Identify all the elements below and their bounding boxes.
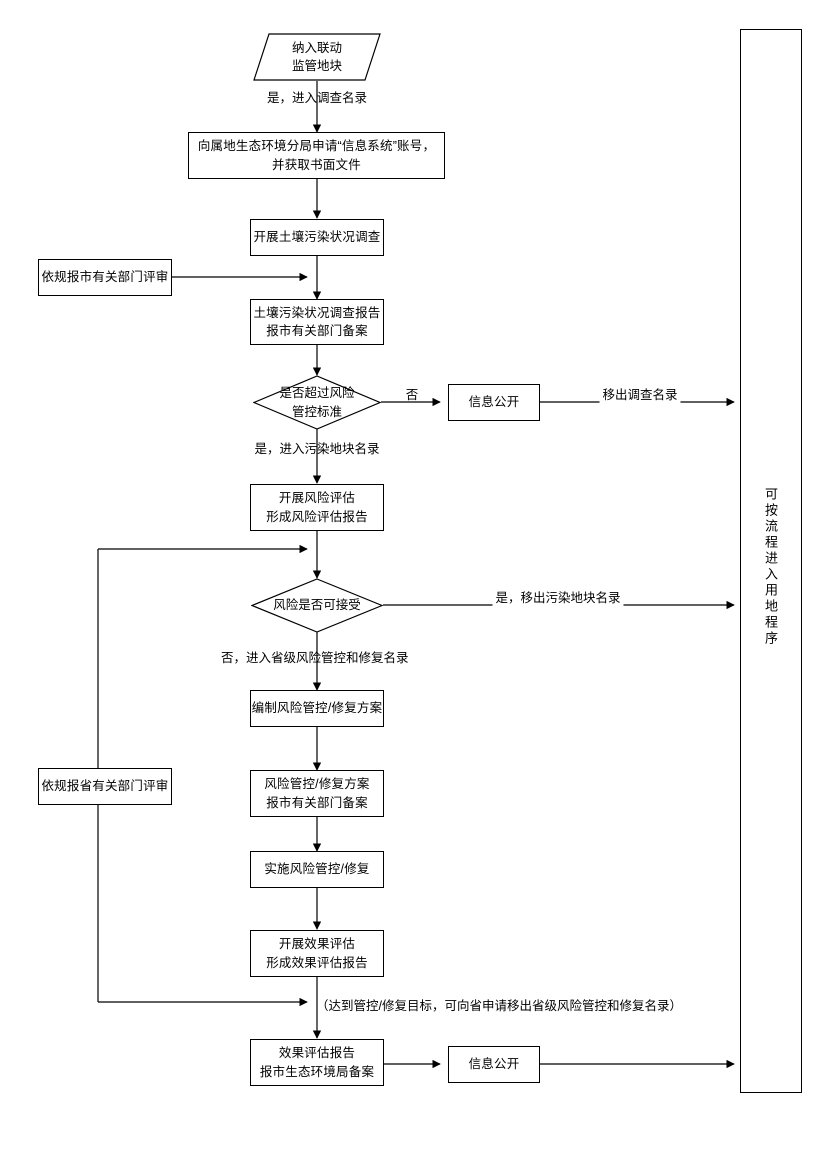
node-decision-risk-acceptable[interactable]: 风险是否可接受 [251,578,383,633]
node-city-review[interactable]: 依规报市有关部门评审 [38,259,172,296]
edge-label-no-province-list: 否，进入省级风险管控和修复名录 [221,651,409,665]
node-effect-report[interactable]: 效果评估报告 报市生态环境局备案 [250,1039,384,1086]
node-implement-label: 实施风险管控/修复 [264,862,370,877]
node-disclosure-1[interactable]: 信息公开 [448,384,540,421]
node-plan-report-label: 风险管控/修复方案 报市有关部门备案 [264,777,370,810]
node-province-review[interactable]: 依规报省有关部门评审 [38,768,172,805]
node-disclosure-2[interactable]: 信息公开 [448,1046,540,1083]
node-implement[interactable]: 实施风险管控/修复 [250,851,384,888]
node-disclosure-1-label: 信息公开 [468,395,520,410]
node-disclosure-2-label: 信息公开 [468,1057,520,1072]
node-start-label: 纳入联动 监管地块 [291,40,342,73]
node-plan-prepare-label: 编制风险管控/修复方案 [251,701,383,716]
node-plan-prepare[interactable]: 编制风险管控/修复方案 [250,690,384,727]
node-decision-risk-acceptable-label: 风险是否可接受 [273,598,361,613]
diamond-shape [253,375,381,430]
node-plan-report[interactable]: 风险管控/修复方案 报市有关部门备案 [250,770,384,817]
node-province-review-label: 依规报省有关部门评审 [41,779,169,794]
edge-label-no-exceed: 否 [405,388,419,402]
parallelogram-shape [253,33,381,81]
edge-label-remove-survey-list: 移出调查名录 [599,387,681,404]
node-risk-assessment[interactable]: 开展风险评估 形成风险评估报告 [250,484,384,531]
node-apply-account-label: 向属地生态环境分局申请“信息系统”账号， 并获取书面文件 [197,139,436,172]
node-apply-account[interactable]: 向属地生态环境分局申请“信息系统”账号， 并获取书面文件 [188,132,445,179]
node-risk-assessment-label: 开展风险评估 形成风险评估报告 [266,491,368,524]
node-land-use-procedure-label: 可按流程进入用地程序 [763,487,778,647]
edge-label-goal-note: （达到管控/修复目标，可向省申请移出省级风险管控和修复名录） [316,999,682,1013]
node-decision-exceed-standard-label: 是否超过风险 管控标准 [279,386,355,419]
node-survey-label: 开展土壤污染状况调查 [253,230,381,245]
node-start[interactable]: 纳入联动 监管地块 [253,33,381,81]
node-survey[interactable]: 开展土壤污染状况调查 [250,219,384,256]
diamond-shape [251,578,383,633]
node-survey-report-label: 土壤污染状况调查报告 报市有关部门备案 [253,305,381,338]
node-effect-report-label: 效果评估报告 报市生态环境局备案 [259,1046,375,1079]
edge-label-yes-polluted-list: 是，进入污染地块名录 [254,442,380,456]
node-decision-exceed-standard[interactable]: 是否超过风险 管控标准 [253,375,381,430]
node-land-use-procedure-bar[interactable] [740,29,802,1093]
edge-label-to-directory: 是，进入调查名录 [266,91,368,105]
node-city-review-label: 依规报市有关部门评审 [41,270,169,285]
node-effect-assessment-label: 开展效果评估 形成效果评估报告 [266,937,368,970]
node-effect-assessment[interactable]: 开展效果评估 形成效果评估报告 [250,930,384,977]
edge-label-yes-remove-polluted: 是，移出污染地块名录 [492,590,624,607]
node-survey-report[interactable]: 土壤污染状况调查报告 报市有关部门备案 [250,299,384,345]
